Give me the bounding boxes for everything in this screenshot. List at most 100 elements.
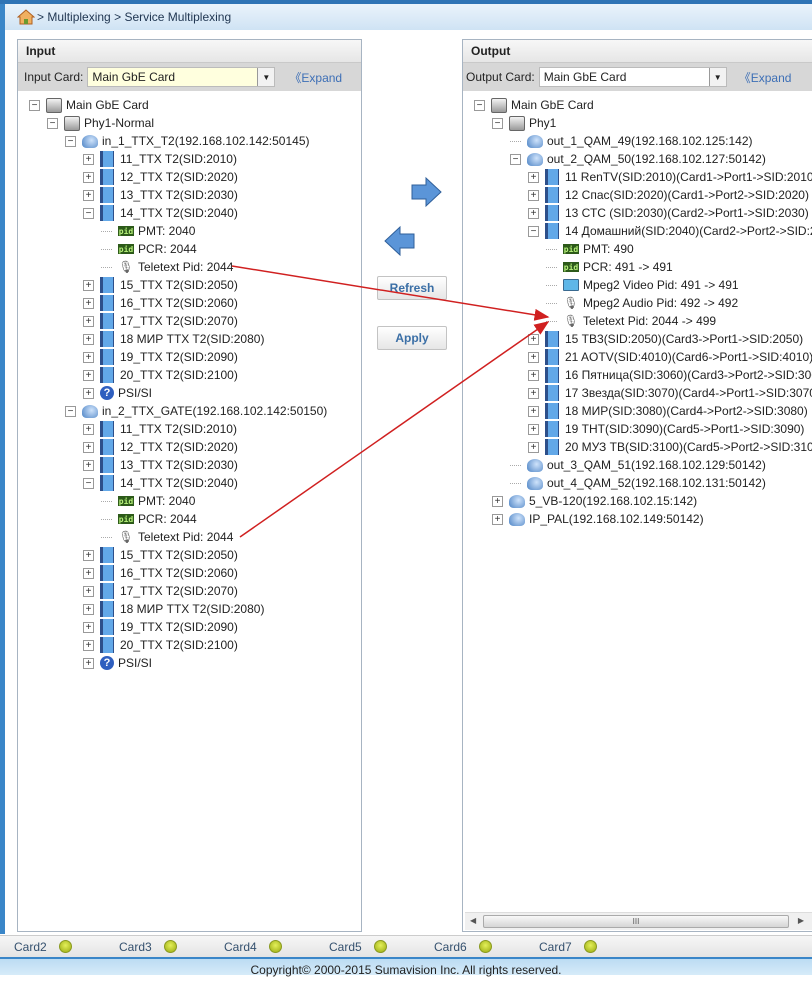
tree-node-label[interactable]: PMT: 2040 — [138, 224, 196, 238]
tree-node-label[interactable]: 14 Домашний(SID:2040)(Card2->Port2->SID:… — [565, 224, 812, 238]
tree-node[interactable]: −in_2_TTX_GATE(192.168.102.142:50150) — [18, 402, 361, 420]
input-card-select[interactable]: Main GbE Card▼ — [87, 67, 276, 87]
tree-node-label[interactable]: Phy1 — [529, 116, 557, 130]
expand-icon[interactable]: + — [83, 315, 94, 327]
home-icon[interactable] — [17, 9, 35, 25]
tree-node[interactable]: out_4_QAM_52(192.168.102.131:50142) — [463, 474, 812, 492]
expand-icon[interactable]: + — [83, 603, 94, 615]
expand-icon[interactable]: + — [83, 621, 94, 633]
chevron-down-icon[interactable]: ▼ — [708, 68, 726, 86]
tree-node[interactable]: +19_TTX T2(SID:2090) — [18, 348, 361, 366]
tree-node-label[interactable]: 13_TTX T2(SID:2030) — [120, 458, 238, 472]
expand-icon[interactable]: + — [528, 207, 539, 219]
tree-node-label[interactable]: 15 ТВ3(SID:2050)(Card3->Port1->SID:2050) — [565, 332, 804, 346]
tree-node[interactable]: 🎙Teletext Pid: 2044 -> 499 — [463, 312, 812, 330]
tree-node[interactable]: +17 Звезда(SID:3070)(Card4->Port1->SID:3… — [463, 384, 812, 402]
tree-node-label[interactable]: 16_TTX T2(SID:2060) — [120, 566, 238, 580]
expand-icon[interactable]: + — [83, 567, 94, 579]
collapse-icon[interactable]: − — [492, 117, 503, 129]
input-expand-link[interactable]: 《Expand — [289, 70, 343, 85]
tree-node-label[interactable]: PCR: 2044 — [138, 512, 197, 526]
tree-node-label[interactable]: 21 AOTV(SID:4010)(Card6->Port1->SID:4010… — [565, 350, 812, 364]
tree-node[interactable]: −out_2_QAM_50(192.168.102.127:50142) — [463, 150, 812, 168]
tree-node[interactable]: Mpeg2 Video Pid: 491 -> 491 — [463, 276, 812, 294]
tree-node[interactable]: +20_TTX T2(SID:2100) — [18, 636, 361, 654]
collapse-icon[interactable]: − — [47, 117, 58, 129]
tree-node-label[interactable]: PCR: 2044 — [138, 242, 197, 256]
expand-icon[interactable]: + — [528, 333, 539, 345]
expand-icon[interactable]: + — [528, 171, 539, 183]
tree-node[interactable]: +11_TTX T2(SID:2010) — [18, 150, 361, 168]
tree-node-label[interactable]: 17 Звезда(SID:3070)(Card4->Port1->SID:30… — [565, 386, 812, 400]
tree-node-label[interactable]: PSI/SI — [118, 386, 153, 400]
tree-node-label[interactable]: 20 МУЗ ТВ(SID:3100)(Card5->Port2->SID:31… — [565, 440, 812, 454]
tree-node-label[interactable]: 18 МИР(SID:3080)(Card4->Port2->SID:3080) — [565, 404, 808, 418]
tree-node-label[interactable]: Mpeg2 Video Pid: 491 -> 491 — [583, 278, 739, 292]
expand-icon[interactable]: + — [83, 585, 94, 597]
tree-node-label[interactable]: 5_VB-120(192.168.102.15:142) — [529, 494, 698, 508]
tree-node-label[interactable]: 14_TTX T2(SID:2040) — [120, 206, 238, 220]
tree-node[interactable]: −14 Домашний(SID:2040)(Card2->Port2->SID… — [463, 222, 812, 240]
collapse-icon[interactable]: − — [83, 207, 94, 219]
expand-icon[interactable]: + — [83, 639, 94, 651]
tree-node[interactable]: +13 СТС (SID:2030)(Card2->Port1->SID:203… — [463, 204, 812, 222]
tree-node-label[interactable]: IP_PAL(192.168.102.149:50142) — [529, 512, 704, 526]
tree-node-label[interactable]: PMT: 2040 — [138, 494, 196, 508]
tree-node[interactable]: +15 ТВ3(SID:2050)(Card3->Port1->SID:2050… — [463, 330, 812, 348]
tree-node-label[interactable]: 14_TTX T2(SID:2040) — [120, 476, 238, 490]
tree-node-label[interactable]: Teletext Pid: 2044 — [138, 260, 234, 274]
tree-node[interactable]: − Main GbE Card — [18, 96, 361, 114]
tree-node[interactable]: − Phy1 — [463, 114, 812, 132]
expand-icon[interactable]: + — [528, 405, 539, 417]
refresh-button[interactable]: Refresh — [377, 276, 447, 300]
tree-node[interactable]: +13_TTX T2(SID:2030) — [18, 456, 361, 474]
move-right-arrow-icon[interactable] — [410, 176, 444, 208]
tree-node-label[interactable]: Teletext Pid: 2044 — [138, 530, 234, 544]
tree-node-label[interactable]: 17_TTX T2(SID:2070) — [120, 584, 238, 598]
tree-node[interactable]: +19 ТНТ(SID:3090)(Card5->Port1->SID:3090… — [463, 420, 812, 438]
tree-node[interactable]: +11_TTX T2(SID:2010) — [18, 420, 361, 438]
tree-node-label[interactable]: 11_TTX T2(SID:2010) — [120, 152, 237, 166]
collapse-icon[interactable]: − — [65, 135, 76, 147]
expand-icon[interactable]: + — [492, 495, 503, 507]
expand-icon[interactable]: + — [83, 189, 94, 201]
collapse-icon[interactable]: − — [83, 477, 94, 489]
tree-node[interactable]: +16 Пятница(SID:3060)(Card3->Port2->SID:… — [463, 366, 812, 384]
scroll-left-icon[interactable]: ◀ — [470, 916, 477, 925]
tree-node[interactable]: +16_TTX T2(SID:2060) — [18, 564, 361, 582]
expand-icon[interactable]: + — [528, 351, 539, 363]
scroll-right-icon[interactable]: ▶ — [797, 916, 804, 925]
expand-icon[interactable]: + — [528, 387, 539, 399]
tree-node-label[interactable]: 19 ТНТ(SID:3090)(Card5->Port1->SID:3090) — [565, 422, 805, 436]
expand-icon[interactable]: + — [83, 297, 94, 309]
tree-node[interactable]: +20_TTX T2(SID:2100) — [18, 366, 361, 384]
expand-icon[interactable]: + — [83, 423, 94, 435]
tree-node-label[interactable]: 18 МИР TTX T2(SID:2080) — [120, 602, 265, 616]
tree-node-label[interactable]: 13_TTX T2(SID:2030) — [120, 188, 238, 202]
expand-icon[interactable]: + — [83, 279, 94, 291]
collapse-icon[interactable]: − — [29, 99, 40, 111]
tree-node-label[interactable]: 20_TTX T2(SID:2100) — [120, 638, 238, 652]
apply-button[interactable]: Apply — [377, 326, 447, 350]
expand-icon[interactable]: + — [83, 351, 94, 363]
tree-node-label[interactable]: 11_TTX T2(SID:2010) — [120, 422, 237, 436]
tree-node[interactable]: +18 МИР TTX T2(SID:2080) — [18, 330, 361, 348]
tree-node-label[interactable]: Main GbE Card — [66, 98, 149, 112]
tree-node[interactable]: +16_TTX T2(SID:2060) — [18, 294, 361, 312]
tree-node[interactable]: −Phy1-Normal — [18, 114, 361, 132]
tree-node-label[interactable]: 12_TTX T2(SID:2020) — [120, 440, 238, 454]
tree-node[interactable]: +?PSI/SI — [18, 384, 361, 402]
tree-node-label[interactable]: in_1_TTX_T2(192.168.102.142:50145) — [102, 134, 310, 148]
expand-icon[interactable]: + — [528, 423, 539, 435]
tree-node-label[interactable]: 19_TTX T2(SID:2090) — [120, 350, 238, 364]
tree-node-label[interactable]: 15_TTX T2(SID:2050) — [120, 548, 238, 562]
expand-icon[interactable]: + — [492, 513, 503, 525]
breadcrumb-multiplexing[interactable]: Multiplexing — [47, 10, 111, 24]
tree-node-label[interactable]: out_3_QAM_51(192.168.102.129:50142) — [547, 458, 766, 472]
tree-node[interactable]: +19_TTX T2(SID:2090) — [18, 618, 361, 636]
